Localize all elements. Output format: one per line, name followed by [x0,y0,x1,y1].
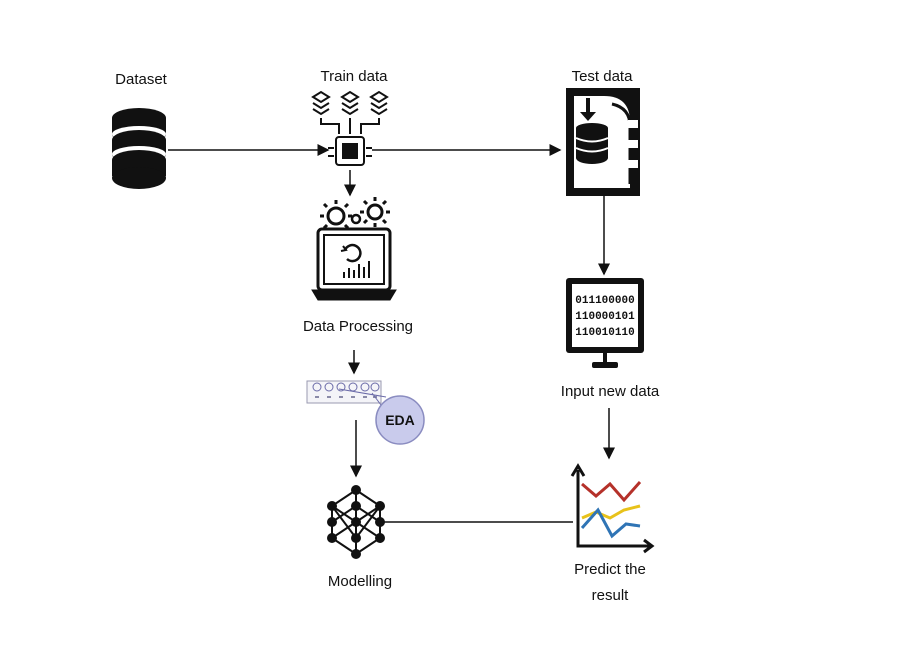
processor-chip-icon [311,90,389,166]
eda-label: EDA [385,412,415,428]
dataset-label: Dataset [115,71,167,88]
gear-icon-left [320,200,352,232]
series-red-line [581,481,642,503]
gear-icon-small [350,213,362,225]
layers-icon-left [311,90,331,116]
database-icon [112,108,166,189]
monitor-line-2: 110000101 [575,311,635,323]
data-processing-label: Data Processing [302,318,414,335]
monitor-line-3: 110010110 [575,327,634,339]
gear-icon-right [360,197,390,227]
series-yellow-line [581,504,641,520]
layers-icon-right [369,90,389,116]
neural-network-icon [327,485,385,559]
magnifier-icon [306,380,425,445]
input-new-data-label: Input new data [560,383,660,400]
laptop-gears-icon [311,197,397,301]
connectors [168,144,615,523]
train-data-label: Train data [320,68,388,85]
test-data-label: Test data [571,68,633,85]
series-blue-line [580,507,641,539]
line-chart-icon [570,463,655,554]
database-document-icon [566,88,640,196]
layers-icon-middle [340,90,360,116]
modelling-label: Modelling [327,573,393,590]
monitor-line-1: 011100000 [575,295,634,307]
monitor-binary-icon: 011100000 110000101 110010110 [566,278,644,368]
predict-result-label: Predict the result [574,561,646,604]
